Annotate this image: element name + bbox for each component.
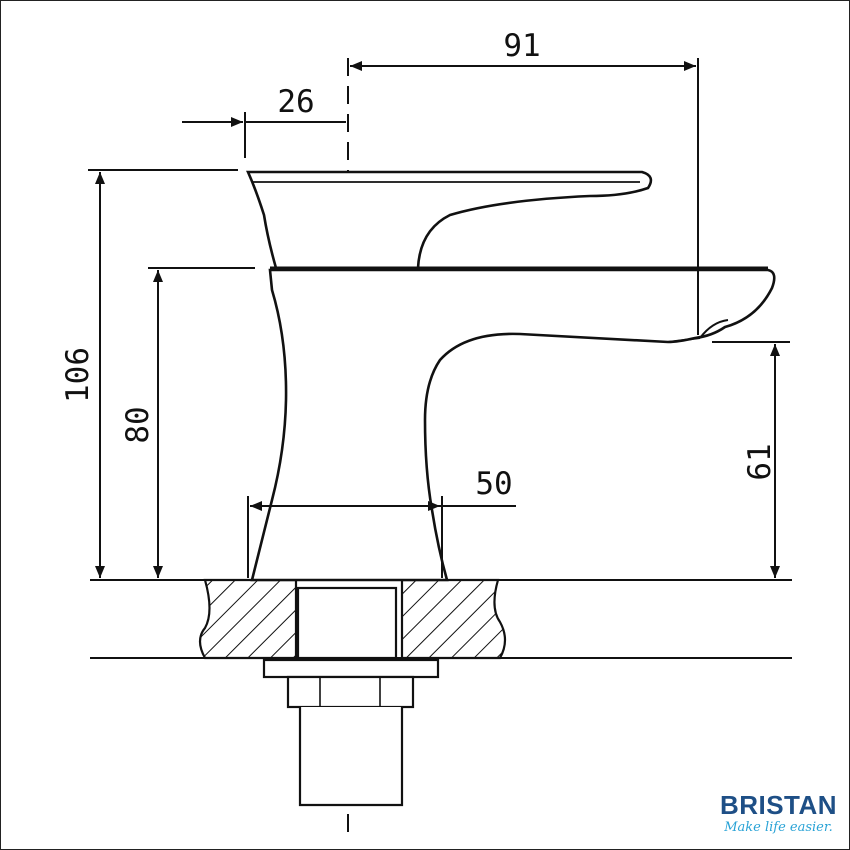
- tail-pipe: [298, 707, 404, 807]
- dim-80-label: 80: [120, 406, 156, 443]
- spout-lip: [699, 319, 729, 339]
- tap-body: [250, 268, 776, 582]
- dim-26-label: 26: [277, 84, 314, 120]
- dim-50-label: 50: [475, 466, 512, 502]
- brand-tagline: Make life easier.: [724, 820, 833, 835]
- lever-handle: [245, 170, 653, 270]
- dim-61-label: 61: [742, 443, 778, 480]
- dim-91-label: 91: [503, 28, 540, 64]
- brand-logo: BRISTAN Make life easier.: [716, 792, 841, 836]
- brand-name: BRISTAN: [719, 790, 838, 820]
- backnut: [286, 675, 415, 709]
- fixing-shank: [296, 586, 398, 660]
- deck-section-right: [400, 578, 507, 660]
- deck-section-left: [198, 578, 298, 660]
- dim-106-label: 106: [60, 347, 96, 403]
- backnut-washer: [262, 658, 440, 679]
